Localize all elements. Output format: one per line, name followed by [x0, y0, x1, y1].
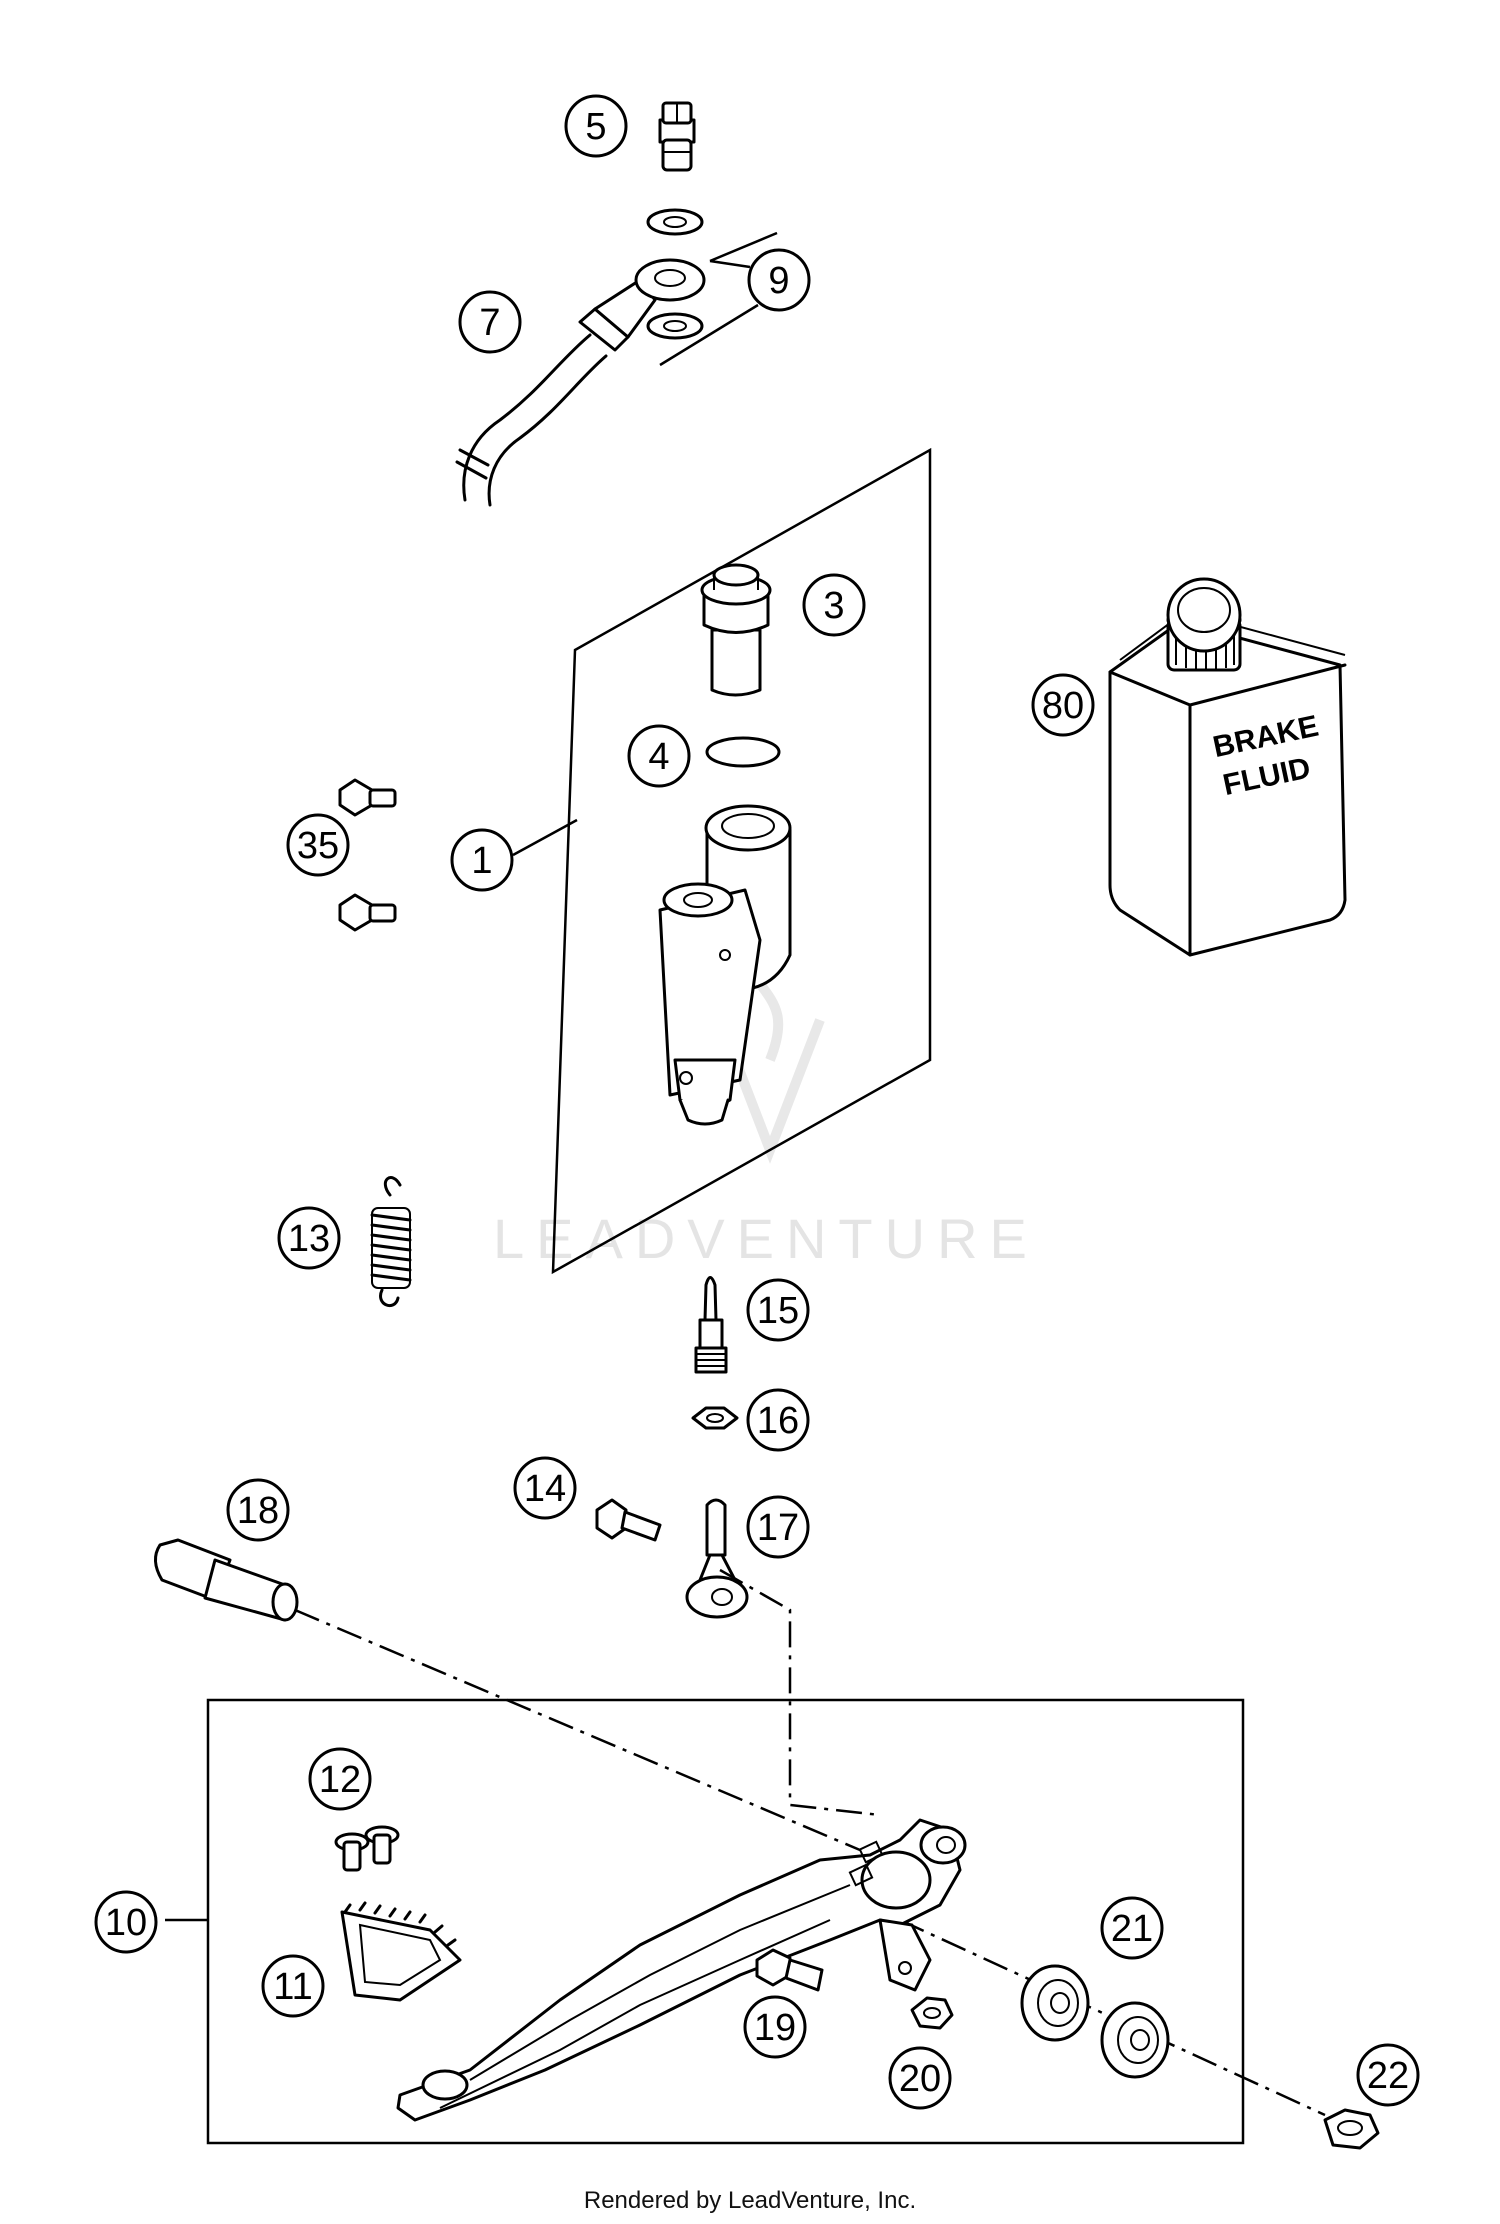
watermark: LEADVENTURE	[493, 967, 1039, 1270]
master-cylinder-assembly-frame	[551, 447, 932, 1275]
callouts: 5 9 7 3 4 80 35 1 13 15 16 14 18 17 12 1…	[94, 94, 1420, 2110]
part-17-clevis	[685, 1498, 749, 1619]
part-5-banjo-bolt	[658, 101, 696, 172]
svg-text:16: 16	[757, 1400, 799, 1442]
callout-4: 4	[627, 724, 691, 788]
part-14-pivot-bolt	[595, 1498, 662, 1542]
pedal-axis-line	[294, 1608, 861, 1852]
part-18-pedal-pin	[154, 1538, 299, 1622]
callout-80: 80	[1031, 673, 1095, 737]
callout-17: 17	[746, 1495, 810, 1559]
part-9-sealing-washers	[646, 208, 704, 340]
callout-15: 15	[746, 1278, 810, 1342]
callout-16: 16	[746, 1388, 810, 1452]
callout-21: 21	[1100, 1896, 1164, 1960]
callout-35: 35	[286, 813, 350, 877]
part-80-brake-fluid-bottle: BRAKE FLUID	[1108, 577, 1347, 957]
svg-text:5: 5	[585, 106, 606, 148]
part-1-master-cylinder	[658, 804, 792, 1126]
svg-text:14: 14	[524, 1468, 566, 1510]
part-12-pins	[334, 1825, 400, 1872]
part-7-brake-hose	[455, 258, 706, 507]
footer-credit: Rendered by LeadVenture, Inc.	[584, 2187, 916, 2214]
part-22-collar-nut	[1323, 2108, 1380, 2150]
callout-7: 7	[458, 290, 522, 354]
svg-text:80: 80	[1042, 685, 1084, 727]
part-35-screws	[338, 778, 397, 932]
svg-text:17: 17	[757, 1507, 799, 1549]
leader-lines	[165, 231, 778, 1922]
svg-text:11: 11	[273, 1966, 312, 2008]
svg-text:9: 9	[768, 260, 789, 302]
callout-5: 5	[564, 94, 628, 158]
svg-text:21: 21	[1111, 1908, 1153, 1950]
svg-text:3: 3	[823, 585, 844, 627]
callout-19: 19	[743, 1995, 807, 2059]
part-4-o-ring	[705, 736, 781, 768]
svg-text:35: 35	[297, 825, 339, 867]
part-3-reservoir-connector	[700, 563, 772, 697]
callout-14: 14	[513, 1456, 577, 1520]
callout-11: 11	[261, 1954, 325, 2018]
svg-text:15: 15	[757, 1290, 799, 1332]
callout-12: 12	[308, 1747, 372, 1811]
callout-9: 9	[747, 248, 811, 312]
callout-18: 18	[226, 1478, 290, 1542]
part-10-brake-pedal	[396, 1818, 967, 2122]
callout-13: 13	[277, 1206, 341, 1270]
svg-text:4: 4	[648, 736, 669, 778]
part-19-stop-bolt	[755, 1948, 824, 1992]
callout-1: 1	[450, 828, 514, 892]
part-16-nut	[691, 1406, 739, 1430]
svg-text:13: 13	[288, 1218, 330, 1260]
brake-pedal-assembly-frame	[206, 1698, 1245, 2145]
svg-text:20: 20	[899, 2058, 941, 2100]
svg-text:7: 7	[479, 302, 500, 344]
callout-22: 22	[1356, 2043, 1420, 2107]
part-15-push-rod	[694, 1276, 728, 1374]
svg-text:1: 1	[471, 840, 492, 882]
svg-text:12: 12	[319, 1759, 361, 1801]
part-21-bearings	[1020, 1964, 1170, 2079]
svg-text:10: 10	[105, 1902, 147, 1944]
watermark-text: LEADVENTURE	[493, 1207, 1039, 1270]
svg-text:19: 19	[754, 2007, 796, 2049]
part-11-pedal-tip	[340, 1901, 462, 2002]
callout-3: 3	[802, 573, 866, 637]
svg-text:22: 22	[1367, 2055, 1409, 2097]
callout-10: 10	[94, 1890, 158, 1954]
part-13-return-spring	[370, 1176, 412, 1308]
svg-text:18: 18	[237, 1490, 279, 1532]
part-20-nut	[910, 1996, 954, 2030]
callout-20: 20	[888, 2046, 952, 2110]
